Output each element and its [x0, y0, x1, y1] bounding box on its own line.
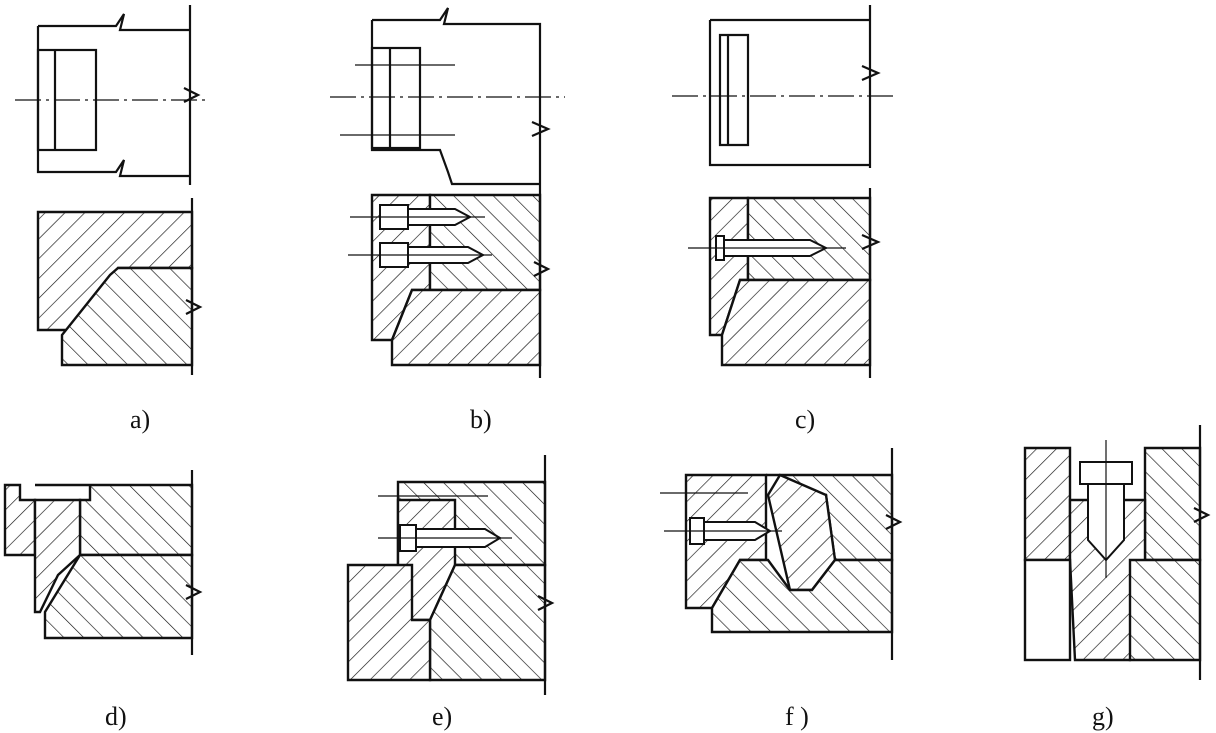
screw-e: [378, 524, 512, 552]
screw-f: [664, 517, 782, 545]
screw-lower: [348, 242, 492, 268]
caption-d: d): [105, 702, 127, 731]
caption-a: a): [130, 405, 150, 434]
view-b: b): [330, 7, 565, 434]
view-d: d): [3, 470, 203, 731]
view-g: g): [1023, 425, 1211, 731]
caption-b: b): [470, 405, 492, 434]
caption-c: c): [795, 405, 815, 434]
view-a-section: [36, 198, 203, 375]
screw-c: [688, 235, 846, 261]
view-c-section: [688, 188, 881, 378]
view-c-top-plan: [672, 5, 895, 168]
view-e: e): [346, 455, 555, 731]
caption-g: g): [1092, 702, 1114, 731]
view-b-top-plan: [330, 7, 565, 186]
view-a: a): [15, 5, 205, 434]
view-a-top-plan: [15, 5, 205, 185]
caption-f: f ): [785, 702, 809, 731]
caption-e: e): [432, 702, 452, 731]
view-f: f ): [660, 448, 903, 731]
view-c: c): [672, 5, 895, 434]
view-b-section: [348, 185, 551, 378]
screw-g: [1079, 440, 1133, 578]
screw-upper: [350, 204, 485, 230]
